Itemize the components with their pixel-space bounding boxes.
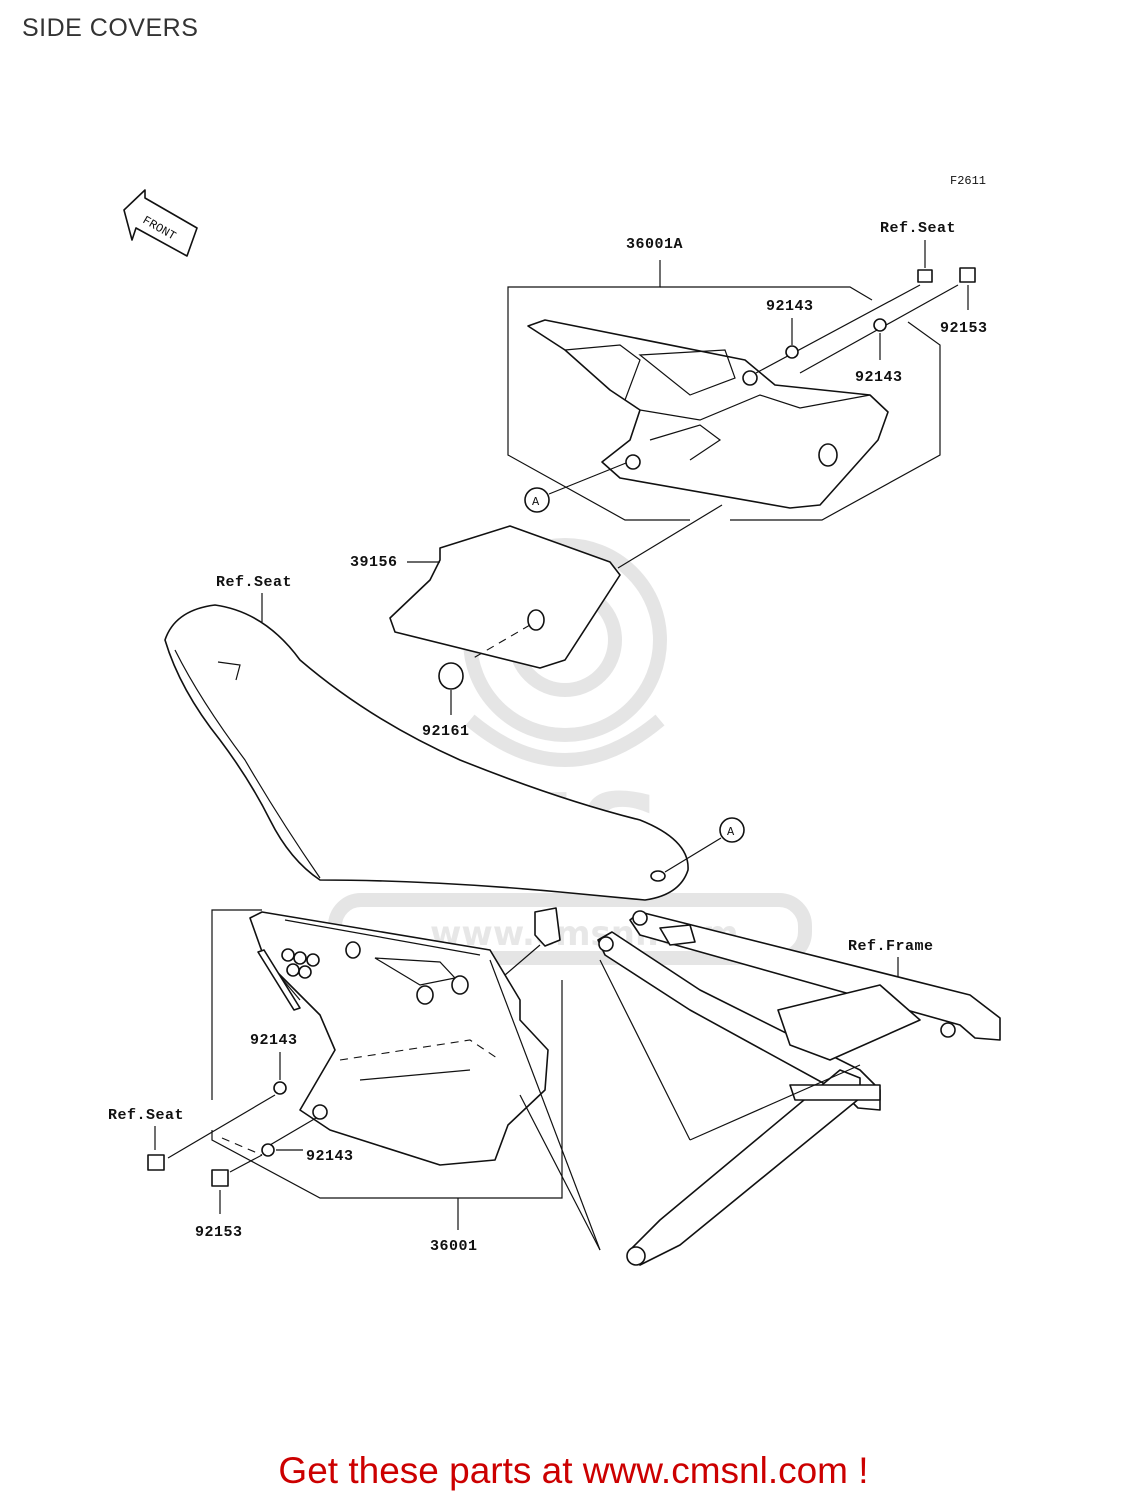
callout-ref-seat-mid: Ref.Seat (216, 574, 292, 591)
ref-seat-bolt-left-icon (147, 1154, 165, 1171)
decal-group: 39156 (350, 504, 723, 669)
figure-code: F2611 (950, 174, 986, 188)
seat-outline (164, 604, 689, 901)
washer-top-a-icon (785, 345, 799, 359)
decal-39156 (389, 525, 621, 669)
callout-ref-seat-left: Ref.Seat (108, 1107, 184, 1124)
bolt-top-icon (959, 267, 976, 283)
callout-grommet: 92161 (422, 723, 470, 740)
bolt-left-icon (211, 1169, 229, 1187)
footer-cta-link[interactable]: Get these parts at www.cmsnl.com ! (278, 1450, 869, 1491)
frame-reference: Ref.Frame (534, 907, 1001, 1266)
hardware-left: 92143 Ref.Seat 92143 92153 (108, 1032, 354, 1241)
front-arrow-icon: FRONT (123, 189, 198, 257)
washer-top-b-icon (873, 318, 887, 332)
marker-a-mid: A (664, 817, 745, 873)
callout-bolt-top: 92153 (940, 320, 988, 337)
callout-washer-left-a: 92143 (250, 1032, 298, 1049)
callout-ref-seat-top: Ref.Seat (880, 220, 956, 237)
grommet-icon (438, 662, 464, 690)
marker-a-top: A (524, 462, 627, 513)
cover-right-group: 36001A (507, 236, 941, 521)
callout-cover-left: 36001 (430, 1238, 478, 1255)
callout-washer-top-a: 92143 (766, 298, 814, 315)
washer-left-a-icon (273, 1081, 287, 1095)
callout-cover-right: 36001A (626, 236, 683, 253)
marker-a-mid-label: A (727, 825, 735, 839)
seat-reference: Ref.Seat (164, 574, 689, 901)
ref-seat-bolt-top-icon (917, 269, 933, 283)
grommet-group: 92161 (422, 662, 470, 740)
marker-a-top-label: A (532, 495, 540, 509)
washer-left-b-icon (261, 1143, 275, 1157)
cover-left-group: 36001 (211, 909, 861, 1255)
hardware-top: Ref.Seat 92143 92153 92143 (755, 220, 988, 386)
callout-washer-top-b: 92143 (855, 369, 903, 386)
callout-bolt-left: 92153 (195, 1224, 243, 1241)
callout-washer-left-b: 92143 (306, 1148, 354, 1165)
page-title: SIDE COVERS (22, 14, 199, 42)
callout-decal: 39156 (350, 554, 398, 571)
callout-ref-frame: Ref.Frame (848, 938, 934, 955)
